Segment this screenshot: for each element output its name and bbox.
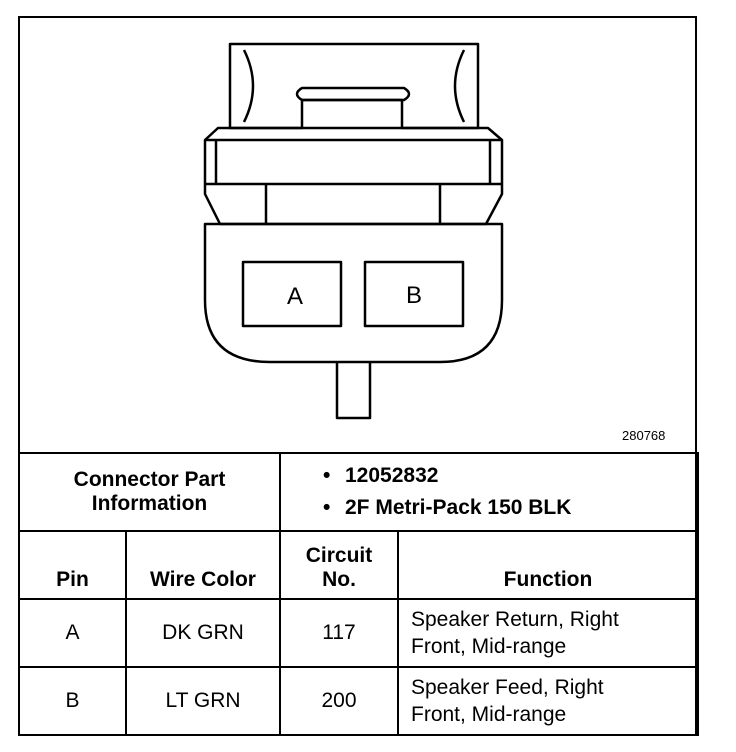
latch-slot: [295, 86, 411, 102]
header-pin: Pin: [18, 530, 127, 600]
table-row: B LT GRN 200 Speaker Feed, Right Front, …: [18, 666, 700, 736]
wire-color-cell: LT GRN: [125, 666, 281, 736]
header-row: Pin Wire Color Circuit No. Function: [18, 530, 700, 600]
header-circuit: Circuit No.: [279, 530, 399, 600]
circuit-cell: 200: [279, 666, 399, 736]
connector-band: [203, 126, 504, 226]
connector-table: Connector Part Information •12052832 •2F…: [18, 452, 700, 736]
function-cell: Speaker Feed, Right Front, Mid-range: [396, 666, 700, 736]
pin-label-a: A: [287, 283, 303, 310]
table-row: A DK GRN 117 Speaker Return, Right Front…: [18, 598, 700, 668]
part-info-label: Connector Part Information: [18, 452, 281, 532]
pin-cell: B: [18, 666, 127, 736]
function-cell: Speaker Return, Right Front, Mid-range: [396, 598, 700, 668]
connector-drawing: A B: [203, 42, 504, 420]
header-wire-color: Wire Color: [125, 530, 281, 600]
pin-cavity-a: [241, 260, 343, 328]
circuit-cell: 117: [279, 598, 399, 668]
pin-label-b: B: [406, 282, 422, 309]
connector-latch: [228, 42, 480, 130]
connector-type: •2F Metri-Pack 150 BLK: [323, 496, 572, 519]
pin-cell: A: [18, 598, 127, 668]
part-number: •12052832: [323, 464, 439, 487]
header-function: Function: [396, 530, 700, 600]
part-info-values: •12052832 •2F Metri-Pack 150 BLK: [278, 452, 700, 532]
wire-color-cell: DK GRN: [125, 598, 281, 668]
pin-cavity-b: [363, 260, 465, 328]
figure-id: 280768: [622, 428, 666, 443]
part-info-row: Connector Part Information •12052832 •2F…: [18, 452, 700, 532]
connector-body: [203, 222, 504, 364]
connector-stem: [335, 362, 372, 420]
diagram-frame: [18, 16, 697, 736]
